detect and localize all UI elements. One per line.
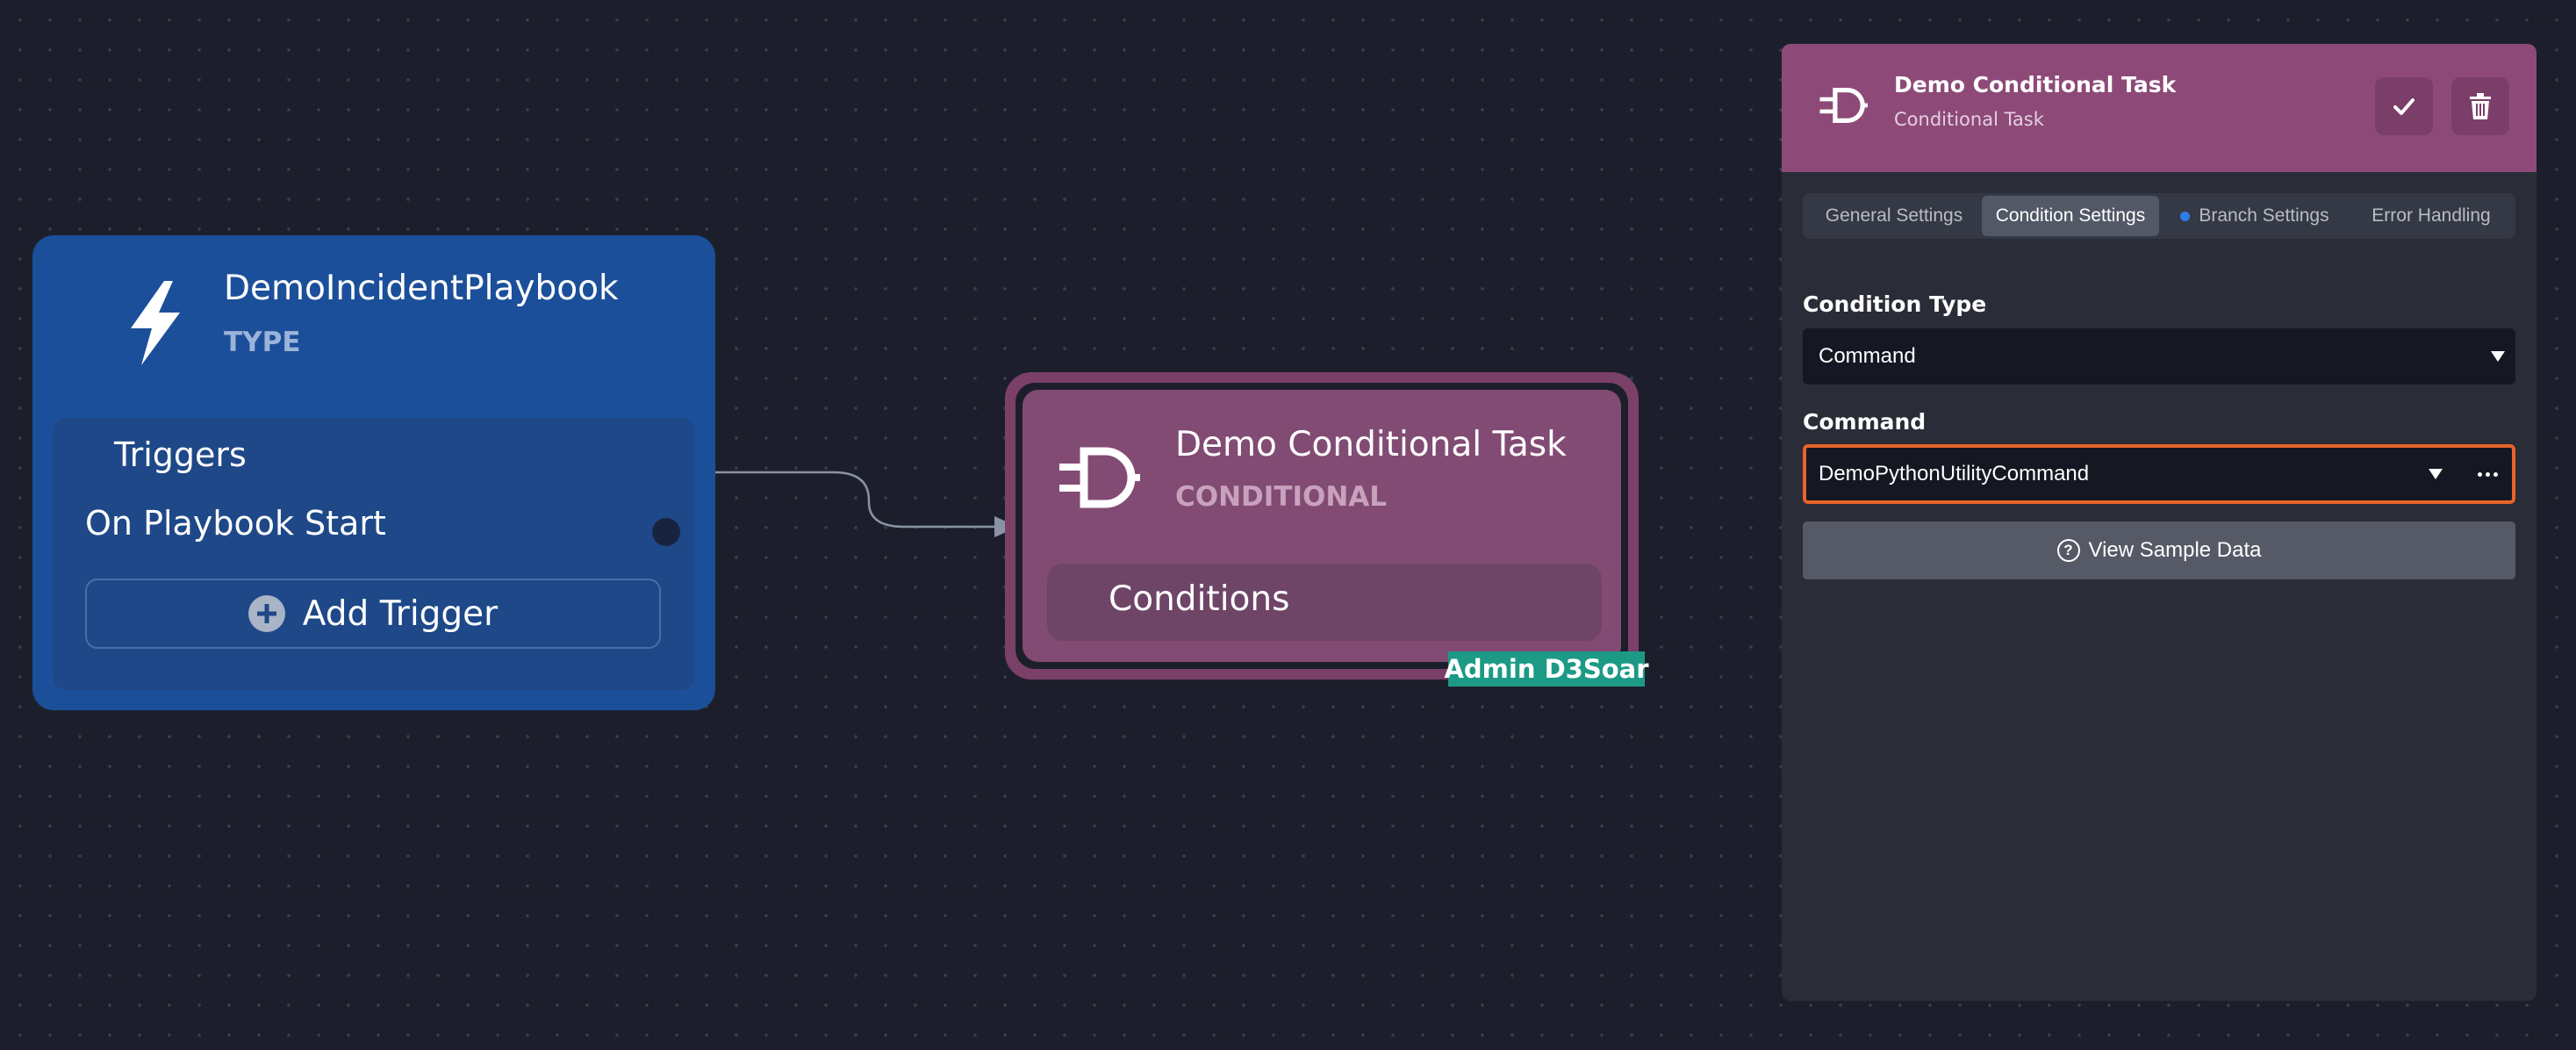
panel-title: Demo Conditional Task (1894, 72, 2177, 97)
selection-outline: Demo Conditional Task CONDITIONAL Condit… (1015, 383, 1628, 669)
conditional-node-body: Demo Conditional Task CONDITIONAL Condit… (1023, 390, 1621, 662)
plus-circle-icon (248, 595, 285, 632)
view-sample-data-button[interactable]: ? View Sample Data (1803, 521, 2515, 579)
triggers-section: Triggers On Playbook Start Add Trigger (53, 418, 695, 690)
plug-icon (1059, 447, 1140, 508)
tab-general-settings[interactable]: General Settings (1806, 196, 1982, 236)
condition-type-value: Command (1819, 344, 1916, 368)
settings-tabs: General Settings Condition Settings Bran… (1803, 193, 2515, 239)
modified-dot-icon (2180, 211, 2191, 221)
conditions-section[interactable]: Conditions (1047, 564, 1602, 641)
tab-error-handling[interactable]: Error Handling (2350, 196, 2512, 236)
conditional-node-type-label: CONDITIONAL (1175, 481, 1388, 513)
chevron-down-icon (2491, 351, 2505, 362)
tab-label: Condition Settings (1995, 205, 2146, 226)
chevron-down-icon (2429, 469, 2443, 479)
more-options-icon[interactable] (2478, 472, 2498, 477)
command-select[interactable]: DemoPythonUtilityCommand (1803, 444, 2515, 504)
condition-type-label: Condition Type (1803, 291, 1987, 317)
help-circle-icon: ? (2056, 539, 2080, 562)
trigger-output-port[interactable] (652, 518, 680, 546)
plug-icon (1819, 87, 1868, 124)
user-presence-badge: Admin D3Soar (1444, 651, 1649, 687)
lightning-icon (131, 281, 180, 365)
checkmark-icon (2393, 98, 2415, 115)
command-label: Command (1803, 409, 1927, 435)
conditional-task-node[interactable]: Demo Conditional Task CONDITIONAL Condit… (1005, 372, 1639, 680)
condition-type-select[interactable]: Command (1803, 328, 2515, 385)
playbook-title: DemoIncidentPlaybook (224, 269, 619, 308)
conditions-label: Conditions (1109, 579, 1290, 619)
view-sample-data-label: View Sample Data (2088, 538, 2262, 562)
trigger-item-on-playbook-start[interactable]: On Playbook Start (85, 504, 386, 543)
tab-branch-settings[interactable]: Branch Settings (2159, 196, 2350, 236)
tab-condition-settings[interactable]: Condition Settings (1982, 196, 2159, 236)
tab-label: General Settings (1825, 205, 1963, 226)
conditional-node-title: Demo Conditional Task (1175, 425, 1567, 464)
panel-subtitle: Conditional Task (1894, 109, 2044, 130)
add-trigger-button[interactable]: Add Trigger (85, 579, 661, 649)
tab-label: Error Handling (2371, 205, 2491, 226)
playbook-type-label: TYPE (224, 327, 301, 358)
playbook-node[interactable]: DemoIncidentPlaybook TYPE Triggers On Pl… (32, 235, 715, 710)
delete-button[interactable] (2451, 77, 2509, 135)
add-trigger-label: Add Trigger (302, 593, 499, 634)
panel-header: Demo Conditional Task Conditional Task (1782, 44, 2537, 172)
task-settings-panel: Demo Conditional Task Conditional Task G… (1782, 44, 2537, 1001)
trash-icon (2470, 93, 2491, 119)
triggers-heading: Triggers (114, 435, 247, 474)
save-button[interactable] (2375, 77, 2433, 135)
tab-label: Branch Settings (2199, 205, 2329, 226)
command-value: DemoPythonUtilityCommand (1819, 462, 2090, 485)
